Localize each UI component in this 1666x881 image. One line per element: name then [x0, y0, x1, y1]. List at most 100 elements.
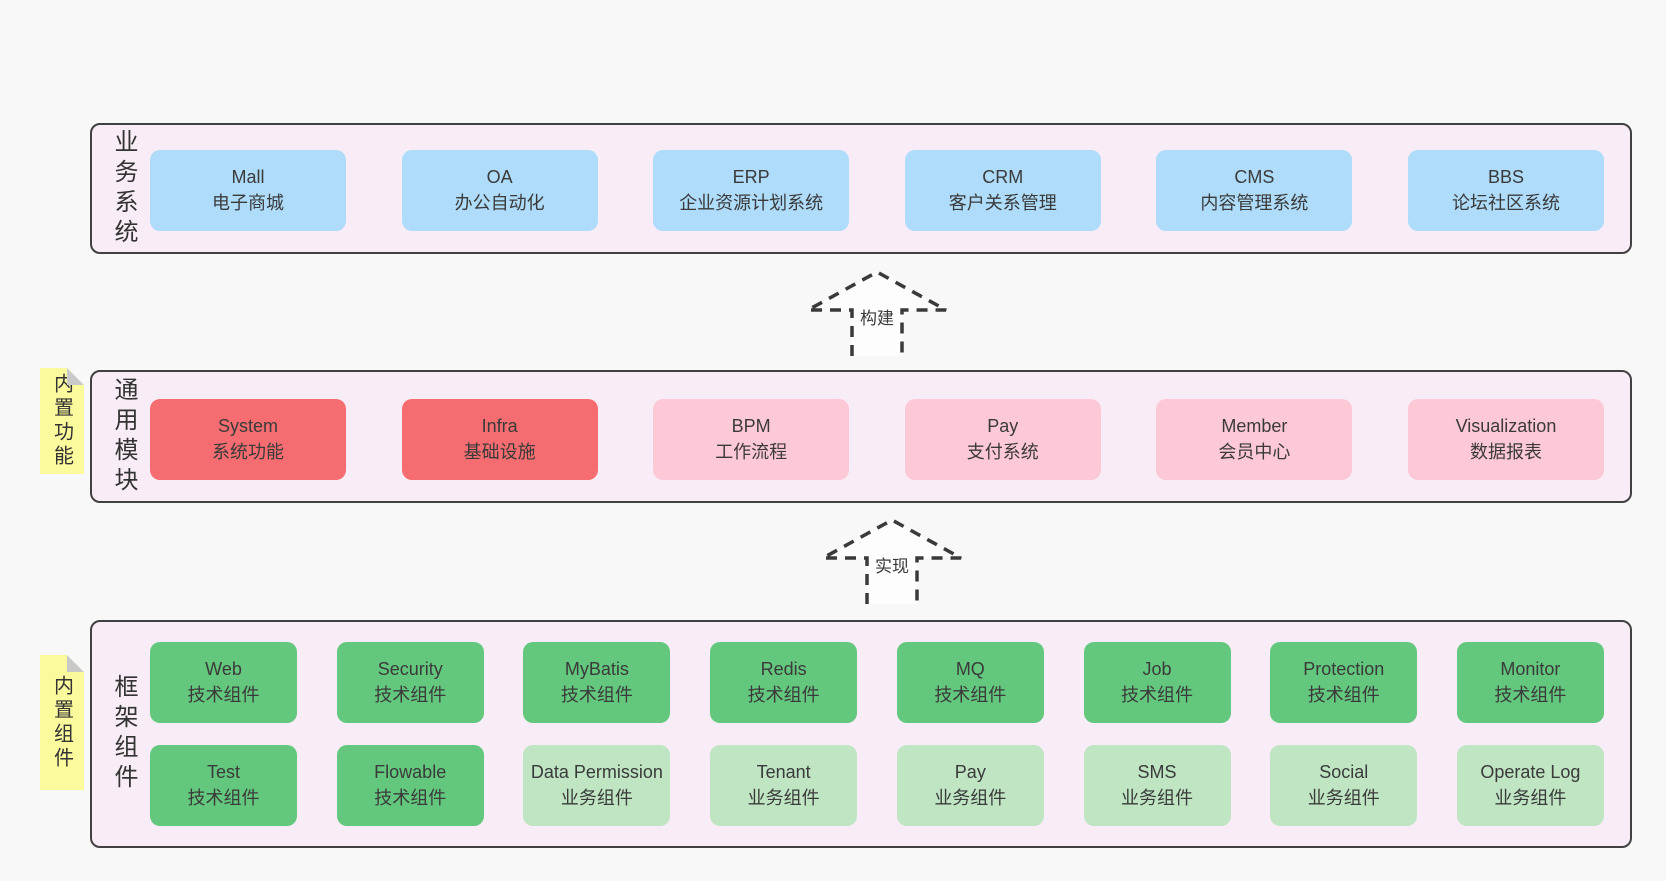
box-flowable: Flowable 技术组件 [336, 745, 484, 826]
box-title-zh: 电子商城 [212, 192, 284, 213]
box-title-zh: 工作流程 [715, 441, 788, 462]
box-title-en: Social [1319, 761, 1369, 782]
box-title-zh: 技术组件 [374, 684, 447, 705]
box-title-zh: 技术组件 [187, 787, 260, 808]
box-title-en: Visualization [1455, 415, 1557, 436]
box-title-en: BPM [731, 415, 771, 436]
box-title-zh: 业务组件 [747, 787, 820, 808]
box-cms: CMS 内容管理系统 [1156, 150, 1353, 231]
note-fold-corner [67, 655, 84, 672]
sticky-note-builtin-features: 内置功能 [40, 368, 84, 474]
box-security: Security 技术组件 [336, 642, 484, 723]
box-mq: MQ 技术组件 [896, 642, 1044, 723]
box-web: Web 技术组件 [150, 642, 297, 723]
box-infra: Infra 基础设施 [401, 399, 598, 480]
box-title-en: Security [377, 658, 443, 679]
box-protection: Protection 技术组件 [1270, 642, 1418, 723]
band-framework-components: 框架组件 Web 技术组件 Security 技术组件 MyBatis 技术组件… [90, 620, 1632, 848]
box-title-en: Web [205, 658, 242, 679]
box-bpm: BPM 工作流程 [653, 399, 850, 480]
band-common-modules: 通用模块 System 系统功能 Infra 基础设施 BPM 工作流程 Pay… [90, 370, 1632, 503]
box-title-zh: 办公自动化 [454, 192, 545, 213]
box-title-zh: 技术组件 [1494, 684, 1567, 705]
box-title-en: Monitor [1500, 658, 1561, 679]
box-title-zh: 技术组件 [747, 684, 820, 705]
box-title-en: Pay [954, 761, 986, 782]
box-title-zh: 业务组件 [560, 787, 633, 808]
box-title-en: Member [1221, 415, 1288, 436]
box-title-zh: 业务组件 [934, 787, 1007, 808]
band-label-common-modules: 通用模块 [110, 376, 137, 497]
box-erp: ERP 企业资源计划系统 [653, 150, 850, 231]
box-title-en: SMS [1137, 761, 1177, 782]
box-title-en: Infra [481, 415, 518, 436]
box-title-zh: 业务组件 [1121, 787, 1194, 808]
arrow-implement: 实现 [819, 516, 965, 606]
box-title-en: Flowable [374, 761, 447, 782]
box-title-en: Tenant [756, 761, 811, 782]
box-title-zh: 技术组件 [187, 684, 260, 705]
box-title-en: Operate Log [1480, 761, 1581, 782]
note-fold-corner [67, 368, 84, 385]
box-title-zh: 基础设施 [463, 441, 536, 462]
box-title-en: Data Permission [530, 761, 663, 782]
box-title-en: Pay [987, 415, 1019, 436]
box-title-zh: 内容管理系统 [1200, 192, 1309, 213]
band-business-systems: 业务系统 Mall 电子商城 OA 办公自动化 ERP 企业资源计划系统 CRM… [90, 123, 1632, 254]
sticky-note-builtin-components: 内置组件 [40, 655, 84, 790]
box-social: Social 业务组件 [1270, 745, 1418, 826]
box-title-en: MyBatis [564, 658, 629, 679]
box-bbs: BBS 论坛社区系统 [1407, 150, 1604, 231]
box-title-en: Mall [231, 166, 265, 187]
components-box-grid: Web 技术组件 Security 技术组件 MyBatis 技术组件 Redi… [150, 642, 1604, 826]
box-job: Job 技术组件 [1083, 642, 1231, 723]
box-title-zh: 技术组件 [934, 684, 1007, 705]
box-title-zh: 业务组件 [1494, 787, 1567, 808]
box-pay-system: Pay 支付系统 [904, 399, 1101, 480]
box-system: System 系统功能 [150, 399, 346, 480]
box-title-zh: 支付系统 [966, 441, 1039, 462]
box-pay-component: Pay 业务组件 [896, 745, 1044, 826]
box-test: Test 技术组件 [150, 745, 297, 826]
box-title-en: System [217, 415, 278, 436]
note-text: 内置组件 [50, 674, 73, 771]
box-title-en: Job [1142, 658, 1172, 679]
box-member: Member 会员中心 [1156, 399, 1353, 480]
box-title-zh: 技术组件 [374, 787, 447, 808]
arrow-label: 实现 [872, 552, 912, 577]
box-oa: OA 办公自动化 [401, 150, 598, 231]
band-label-business-systems: 业务系统 [110, 128, 137, 249]
box-tenant: Tenant 业务组件 [710, 745, 858, 826]
arrow-label: 构建 [857, 304, 897, 329]
business-box-row: Mall 电子商城 OA 办公自动化 ERP 企业资源计划系统 CRM 客户关系… [150, 150, 1604, 231]
box-title-zh: 业务组件 [1307, 787, 1380, 808]
band-label-framework-components: 框架组件 [110, 674, 137, 794]
box-redis: Redis 技术组件 [710, 642, 858, 723]
box-mybatis: MyBatis 技术组件 [523, 642, 671, 723]
box-operate-log: Operate Log 业务组件 [1456, 745, 1604, 826]
note-text: 内置功能 [50, 373, 73, 469]
arrow-build: 构建 [804, 268, 950, 358]
box-title-zh: 客户关系管理 [948, 192, 1057, 213]
box-title-zh: 技术组件 [1121, 684, 1194, 705]
box-title-en: Protection [1303, 658, 1385, 679]
box-title-zh: 技术组件 [1307, 684, 1380, 705]
box-title-zh: 企业资源计划系统 [679, 192, 824, 213]
box-title-zh: 技术组件 [560, 684, 633, 705]
box-crm: CRM 客户关系管理 [904, 150, 1101, 231]
box-title-zh: 会员中心 [1218, 441, 1291, 462]
box-title-en: CMS [1234, 166, 1275, 187]
box-title-en: Test [206, 761, 240, 782]
box-visualization: Visualization 数据报表 [1407, 399, 1604, 480]
box-title-en: ERP [732, 166, 770, 187]
box-title-en: Redis [760, 658, 807, 679]
box-title-zh: 系统功能 [212, 441, 284, 462]
box-title-zh: 论坛社区系统 [1451, 192, 1560, 213]
box-title-zh: 数据报表 [1469, 441, 1542, 462]
box-data-permission: Data Permission 业务组件 [523, 745, 671, 826]
box-title-en: OA [486, 166, 513, 187]
box-title-en: CRM [982, 166, 1024, 187]
box-title-en: MQ [955, 658, 985, 679]
box-sms: SMS 业务组件 [1083, 745, 1231, 826]
